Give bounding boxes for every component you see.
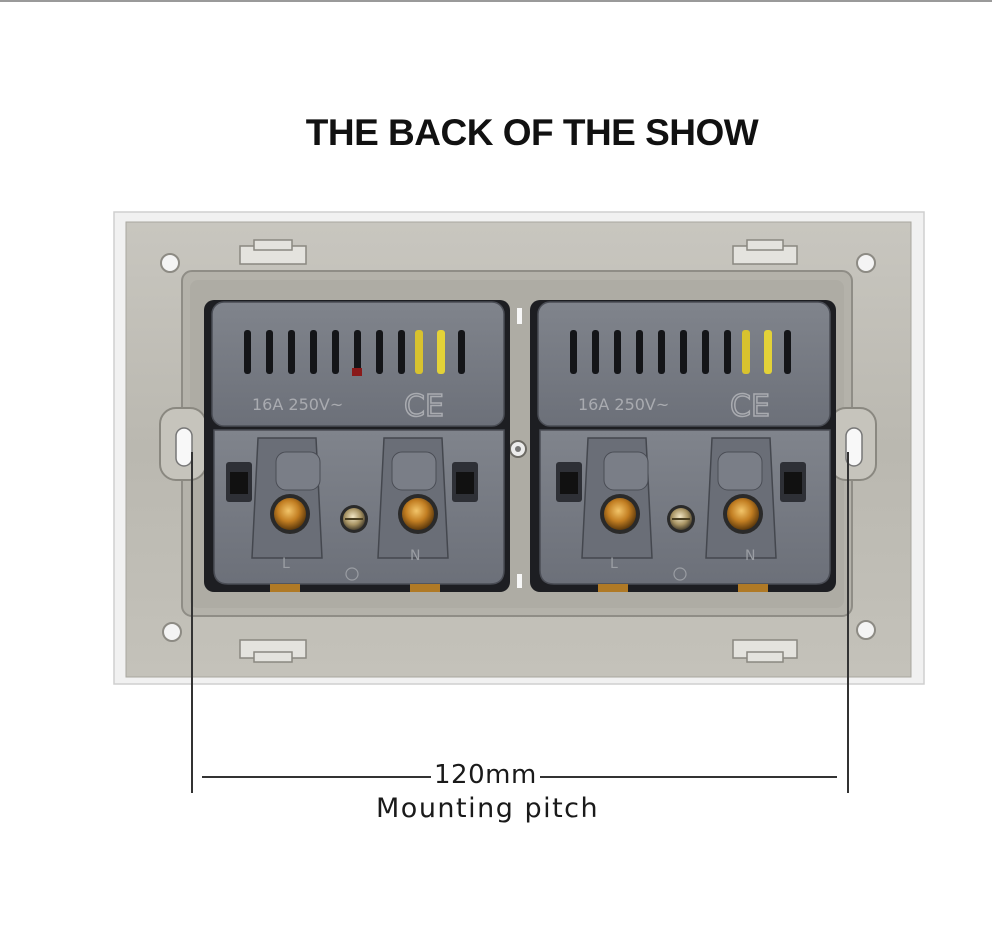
rating-label: 16A 250V~ [578,395,669,414]
socket-module-left: 16A 250V~ CE L N [204,300,510,592]
ce-mark: CE [730,389,770,424]
top-divider [0,0,992,2]
dimension-tick-left [191,452,193,793]
mounting-slot-left [159,407,207,481]
ce-mark: CE [404,389,444,424]
terminal-live-label: L [610,556,618,572]
terminal-live-label: L [282,556,290,572]
dimension-value: 120mm [431,760,540,790]
terminal-neutral-label: N [745,548,755,564]
dimension-tick-right [847,452,849,793]
rating-label: 16A 250V~ [252,395,343,414]
terminal-neutral-label: N [410,548,420,564]
terminal-screw-live [604,498,636,530]
terminal-screw-neutral [727,498,759,530]
dimension-caption: Mounting pitch [376,793,600,824]
mounting-slot-right [829,407,877,481]
corner-holes [160,253,876,642]
mounting-clips [239,239,798,663]
terminal-screw-live [274,498,306,530]
earth-symbol-icon [673,567,687,581]
terminal-screw-neutral [402,498,434,530]
page-title: THE BACK OF THE SHOW [305,112,759,153]
socket-module-right: 16A 250V~ CE L N [530,300,836,592]
earth-symbol-icon [345,567,359,581]
